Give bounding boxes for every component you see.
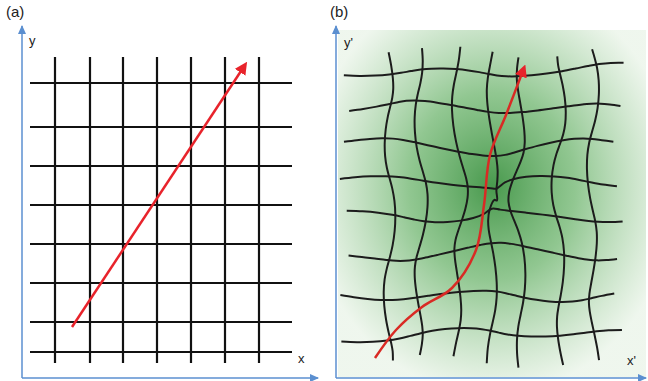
field-background: [338, 30, 646, 377]
grid-line: [340, 176, 617, 189]
grid-line: [349, 243, 617, 261]
panel-label: (a): [6, 4, 24, 19]
axis-label: x': [627, 354, 636, 367]
grid-line: [347, 208, 623, 222]
grid-line: [30, 165, 292, 167]
grid-line: [122, 57, 124, 363]
axis-label: x: [298, 352, 305, 365]
grid-line: [258, 57, 260, 363]
grid-line: [341, 328, 622, 342]
grid-line: [551, 56, 565, 365]
grid-line: [340, 291, 614, 302]
grid-line: [156, 57, 158, 363]
grid-line: [487, 52, 498, 363]
grid-line: [30, 82, 292, 84]
x-axis: [22, 377, 318, 379]
grid-line: [30, 204, 292, 206]
grid-line: [384, 52, 396, 360]
curved-path-arrow: [375, 68, 524, 358]
axis-label: y': [344, 36, 353, 49]
y-axis: [335, 26, 337, 378]
grid-line: [30, 321, 292, 323]
grid-line: [30, 351, 292, 353]
grid-line: [344, 138, 613, 156]
regular-grid: [30, 57, 292, 363]
distorted-grid: [340, 47, 624, 368]
grid-line: [190, 57, 192, 363]
y-axis: [21, 26, 23, 378]
grid-line: [344, 63, 624, 77]
grid-line: [30, 126, 292, 128]
panel-label: (b): [330, 4, 348, 19]
grid-line: [452, 47, 468, 357]
grid-line: [54, 57, 56, 363]
grid-line: [224, 57, 226, 363]
grid-line: [587, 49, 599, 360]
straight-path-arrow: [72, 65, 245, 327]
grid-line: [30, 243, 292, 245]
axis-label: y: [29, 34, 36, 47]
grid-line: [349, 100, 620, 113]
grid-line: [89, 57, 91, 363]
grid-line: [30, 282, 292, 284]
x-axis: [336, 377, 646, 379]
